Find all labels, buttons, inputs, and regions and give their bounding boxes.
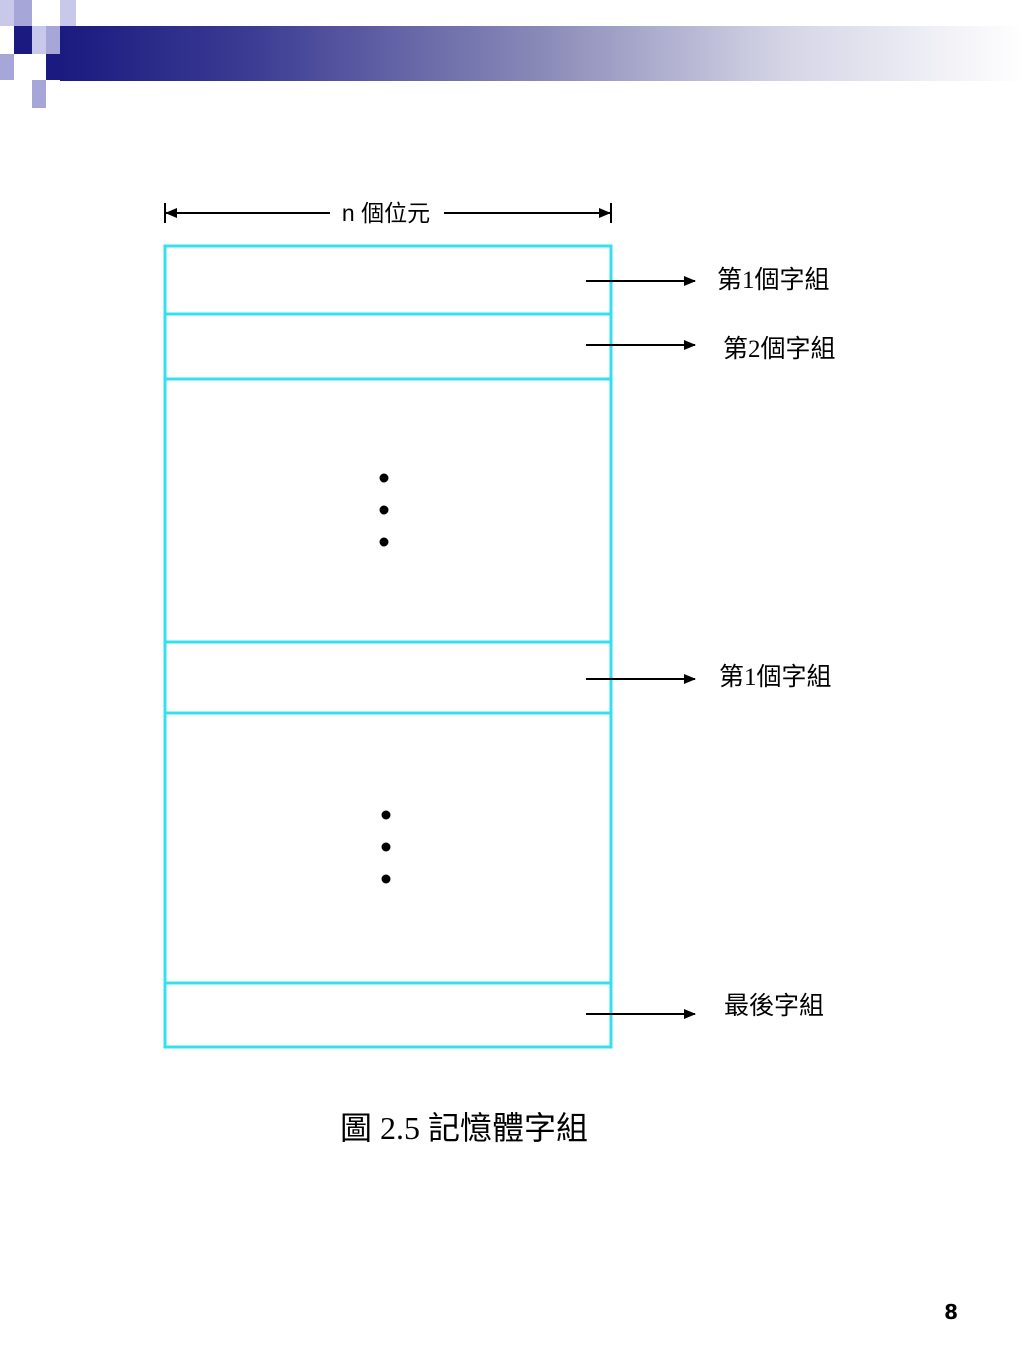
page-number: 8 (944, 1300, 958, 1324)
row-label-2: 第2個字組 (723, 336, 836, 363)
header-square (46, 54, 60, 80)
row-label-1: 第1個字組 (717, 267, 830, 294)
row-label-3: 第1個字組 (719, 664, 832, 691)
header-gradient-bar (60, 26, 1024, 81)
memory-box (163, 244, 613, 1049)
ellipsis-dots (381, 810, 391, 884)
header-square (60, 0, 76, 26)
header-square (0, 54, 14, 80)
figure-caption: 圖 2.5 記憶體字組 (340, 1110, 589, 1146)
width-label: n 個位元 (332, 198, 440, 228)
width-dimension (164, 203, 612, 223)
header-square (0, 0, 14, 26)
header-square (46, 26, 60, 54)
header-square (32, 80, 46, 108)
row-label-last: 最後字組 (724, 993, 825, 1020)
header-square (14, 26, 32, 54)
header-square (32, 26, 46, 54)
ellipsis-dots (379, 473, 389, 547)
header-square (14, 0, 32, 26)
